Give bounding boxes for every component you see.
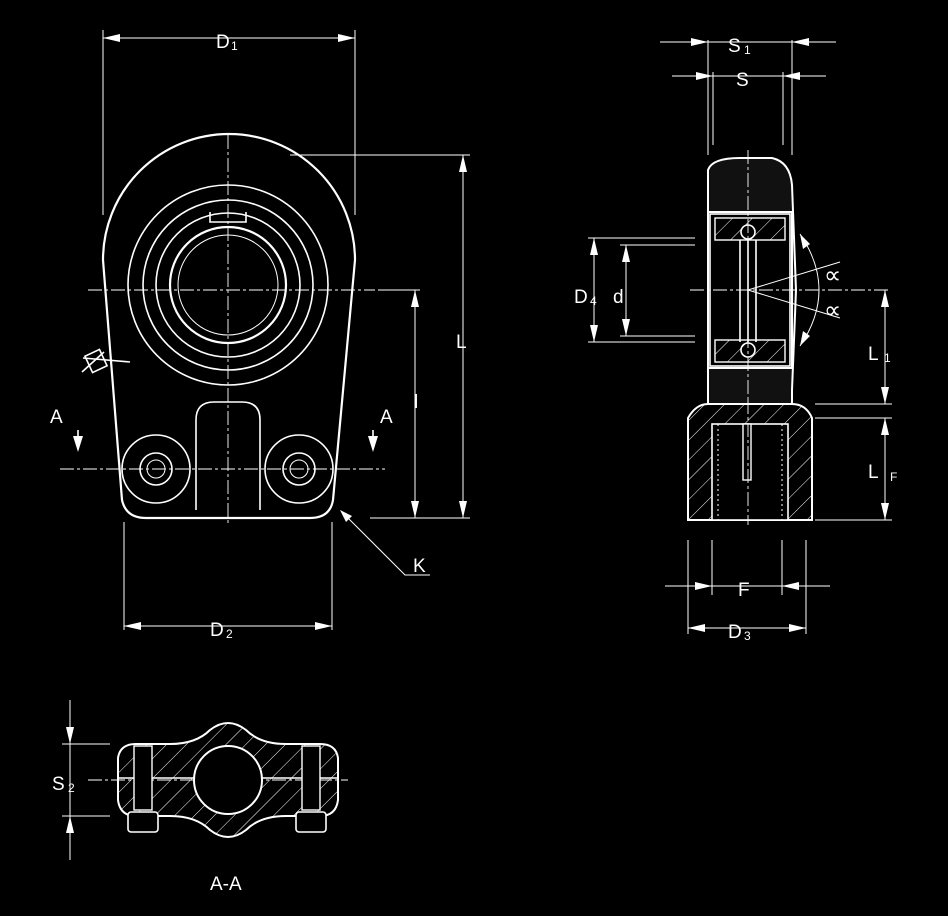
s1-label-sub: 1 [744,43,751,57]
section-marker-a-right: A [380,407,393,428]
bearing-outer-race [142,199,314,371]
k-leader-line [341,511,430,576]
right-screw-head-section [295,811,327,833]
d3-label-sub: 3 [744,629,751,643]
l1-label: L [868,344,879,365]
right-boss [264,434,334,504]
section-bore [193,745,263,815]
f-label: F [738,580,750,601]
bearing-lower-race [714,339,786,363]
alpha-arc [799,233,820,347]
lf-label: L [868,462,879,483]
s2-label-sub: 2 [68,781,75,795]
d4-label: D [574,287,588,308]
left-screw-head-section [127,811,159,833]
d3-label: D [728,622,742,643]
l1-label-sub: 1 [884,351,891,365]
d1-label-sub: 1 [231,39,238,53]
alpha-top-label: ∝ [824,262,841,289]
alpha-bottom-label: ∝ [824,297,841,324]
d2-label-sub: 2 [226,627,233,641]
bearing-inner-race [155,212,301,358]
section-view: S 2 A-A [52,700,348,895]
section-marker-a-left: A [50,407,63,428]
right-screw [301,745,321,811]
l-small-label: l [414,392,418,413]
housing-outline [101,132,357,520]
section-title: A-A [210,874,242,895]
lock-pin [742,423,752,481]
left-boss [121,434,191,504]
s2-label: S [52,774,65,795]
d4-label-sub: 4 [590,294,597,308]
front-view: D 1 L l A A D 2 K [50,30,470,641]
d1-label: D [216,32,230,53]
left-screw-head [139,452,173,486]
bore-inner [177,234,279,336]
s1-label: S [728,36,741,57]
ring-notch [209,212,247,223]
left-screw [133,745,153,811]
bearing-bore [168,225,288,345]
l-total-label: L [456,332,467,353]
slot-opening [195,401,261,510]
d2-label: D [210,620,224,641]
outer-ring [127,184,329,386]
bearing-upper-race [714,217,786,241]
side-view: ∝ ∝ S 1 S D 4 d L 1 [574,36,897,643]
k-label: K [413,556,426,577]
lf-label-sub: F [890,470,897,484]
grease-nipple [81,348,131,374]
right-screw-head [282,452,316,486]
s-label: S [736,70,749,91]
d-label: d [613,287,624,308]
